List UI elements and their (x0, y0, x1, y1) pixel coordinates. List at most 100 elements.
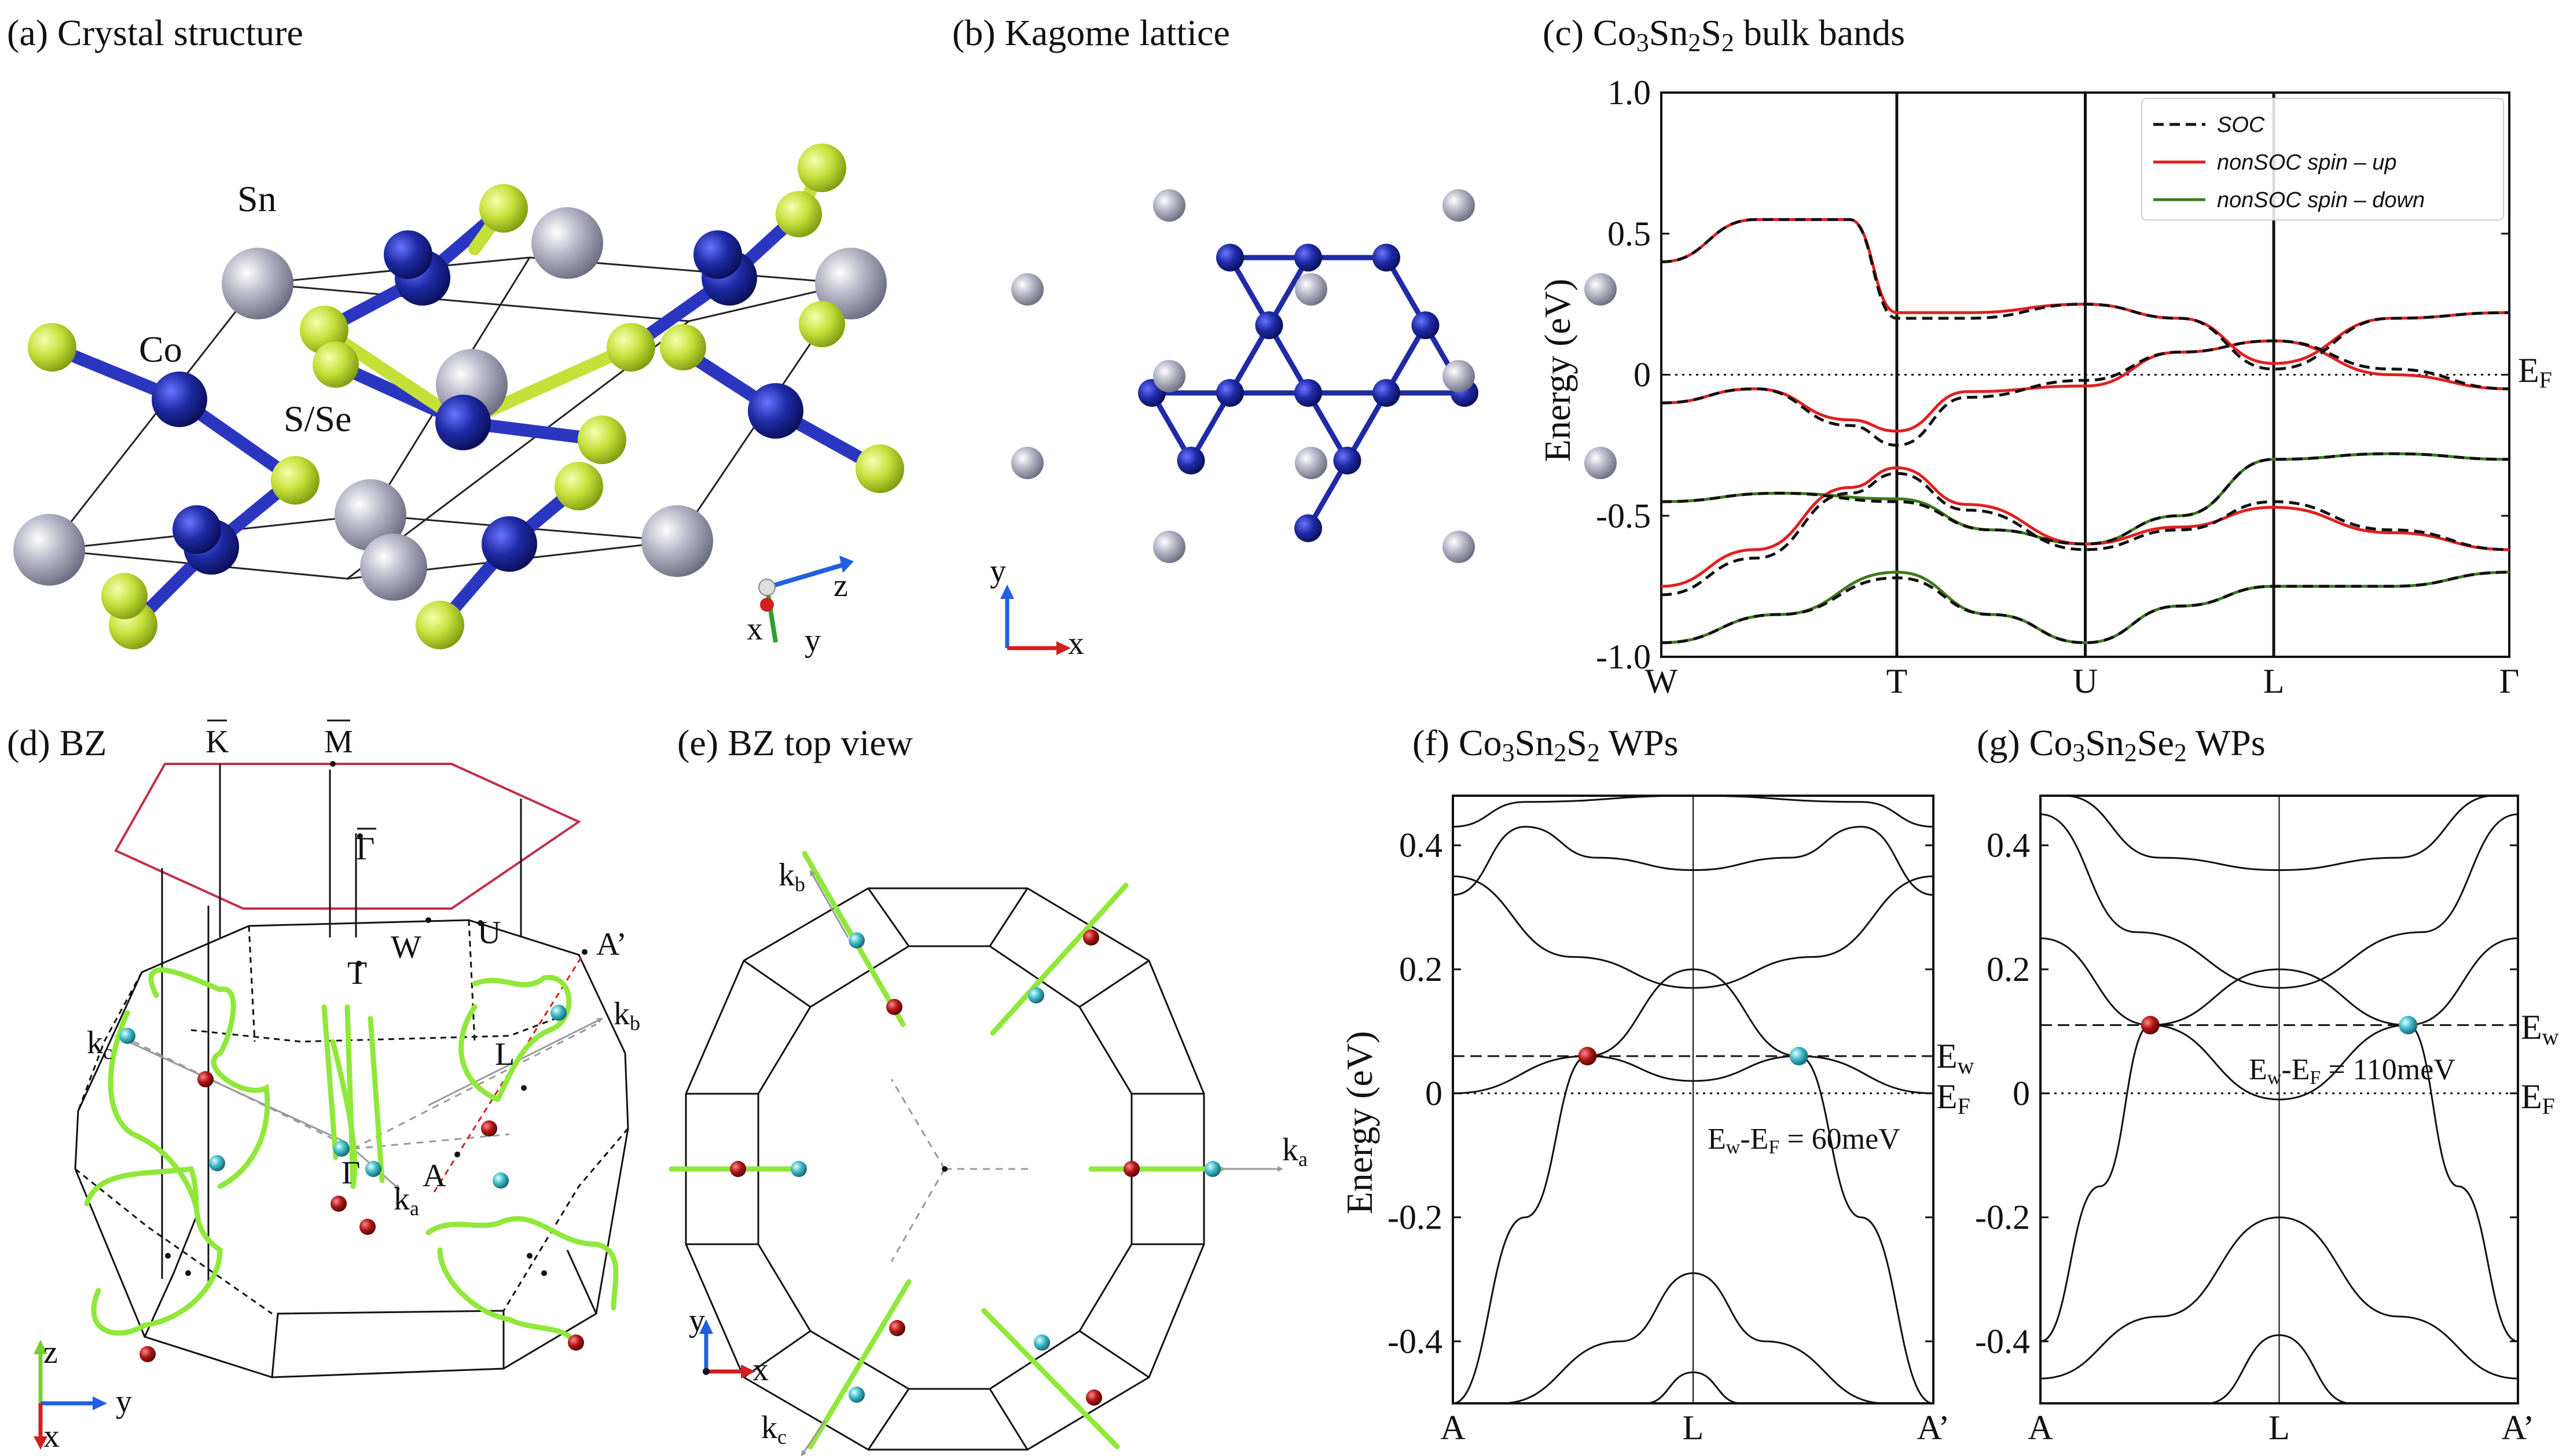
svg-text:K: K (205, 724, 229, 760)
legend-box (2141, 98, 2504, 220)
weyl-point (1789, 1047, 1808, 1065)
weyl-points-e (730, 929, 1221, 1406)
kagome-sn-atom (1442, 531, 1475, 563)
band-line (1453, 826, 1933, 896)
svg-text:kc: kc (761, 1410, 787, 1448)
kagome-co-atom (1372, 244, 1400, 272)
panel-f-title: (f) Co3Sn2S2 WPs (1412, 722, 1679, 767)
band-line (1661, 218, 2509, 371)
axis-y-label: y (805, 623, 821, 659)
svg-text:Γ: Γ (342, 1155, 360, 1191)
y-tick-label: -0.5 (1596, 497, 1651, 535)
bz-labels: K M Γ T W U L A A’ Γ kc kb ka (87, 719, 640, 1220)
svg-text:y: y (116, 1384, 132, 1420)
svg-text:W: W (391, 929, 421, 965)
y-axis-label-f: Energy (eV) (1339, 1031, 1380, 1215)
gamma-dot-e (942, 1166, 948, 1172)
panel-c: (c) Co3Sn2S2 bulk bands 1.00.50-0.5-1.0W… (1537, 12, 2552, 700)
svg-text:x: x (43, 1418, 60, 1454)
y-tick-label: 0 (1633, 356, 1651, 394)
ef-label-g: EF (2521, 1078, 2555, 1119)
band-line (1453, 968, 1933, 1403)
svg-text:kb: kb (779, 857, 805, 896)
svg-text:T: T (347, 955, 367, 991)
ef-label-c: EF (2518, 351, 2552, 393)
panel-d: (d) BZ (7, 719, 640, 1454)
axes-gizmo-e: y x (689, 1303, 769, 1388)
band-line (2040, 813, 2518, 989)
a-ap-line (433, 951, 586, 1193)
kagome-co-atom (1411, 311, 1440, 340)
svg-text:ka: ka (1282, 1132, 1308, 1171)
svg-text:L: L (495, 1036, 515, 1072)
y-tick-label: 1.0 (1607, 73, 1651, 112)
axes-gizmo-b: y x (990, 553, 1084, 661)
ef-label-f: EF (1936, 1078, 1970, 1119)
kagome-sn-atom (1153, 360, 1185, 392)
k-arrows-e (801, 870, 1283, 1456)
legend-label: nonSOC spin – down (2217, 188, 2425, 212)
y-tick-label: 0.5 (1607, 215, 1651, 253)
x-tick-label: L (2263, 662, 2285, 700)
axis-x-label: x (747, 611, 763, 647)
band-line (1453, 796, 1933, 828)
bz-top-axes (890, 1079, 1030, 1262)
axis-x-label-b: x (1068, 626, 1084, 661)
y-tick-label: -0.4 (1387, 1322, 1442, 1361)
s-atoms (28, 144, 904, 649)
s-label: S/Se (284, 398, 351, 439)
annotation-f: Ew-EF = 60meV (1708, 1123, 1900, 1158)
x-tick-label: T (1886, 662, 1908, 700)
panel-b: (b) Kagome lattice y x (952, 12, 1617, 661)
svg-text:ka: ka (394, 1181, 419, 1220)
kagome-sn-atom (1442, 360, 1475, 392)
kagome-sn-atom (1295, 447, 1327, 479)
band-line (1453, 1055, 1933, 1094)
svg-text:x: x (752, 1352, 769, 1388)
band-line (1644, 1371, 1742, 1403)
legend-label: SOC (2217, 113, 2265, 137)
x-tick-label: A (2028, 1409, 2053, 1447)
kagome-sn-atom (1584, 447, 1617, 479)
kagome-sn-atom (1011, 447, 1044, 479)
kagome-co-atom (1216, 244, 1244, 272)
x-tick-label: L (1683, 1409, 1704, 1447)
svg-text:kc: kc (87, 1025, 112, 1064)
band-line (1661, 466, 2509, 588)
svg-text:kb: kb (614, 996, 640, 1035)
projection-lines (161, 764, 522, 1285)
svg-text:y: y (689, 1303, 705, 1339)
kagome-co-atom (1294, 244, 1322, 272)
surface-bz-hexagon (114, 763, 582, 910)
svg-text:z: z (43, 1334, 58, 1370)
y-tick-label: -0.4 (1975, 1322, 2030, 1361)
axis-y-label-b: y (990, 553, 1006, 589)
kagome-co-atom (1177, 446, 1205, 475)
svg-text:M: M (324, 724, 353, 760)
kc-arrow (115, 1035, 348, 1144)
panel-a-title: (a) Crystal structure (7, 12, 303, 53)
panel-c-title: (c) Co3Sn2S2 bulk bands (1543, 12, 1905, 57)
bz-top-outline (685, 887, 1205, 1451)
kagome-lattice (1011, 189, 1617, 563)
band-line (2064, 796, 2494, 872)
ew-label-g: Ew (2521, 1008, 2559, 1050)
y-axis-label-c: Energy (eV) (1537, 279, 1578, 462)
band-line (1661, 452, 2509, 546)
kagome-sn-atom (1295, 273, 1327, 306)
axes-gizmo-d: z y x (34, 1334, 132, 1454)
y-tick-label: -1.0 (1596, 638, 1651, 676)
kagome-co-atom (1255, 311, 1283, 340)
sn-label: Sn (237, 178, 277, 219)
panel-d-title: (d) BZ (7, 722, 107, 763)
kagome-co-atom (1216, 378, 1244, 407)
x-tick-label: A’ (1917, 1409, 1950, 1447)
co-label: Co (139, 329, 182, 370)
band-line (2040, 937, 2518, 1101)
legend-label: nonSOC spin – up (2217, 150, 2397, 175)
